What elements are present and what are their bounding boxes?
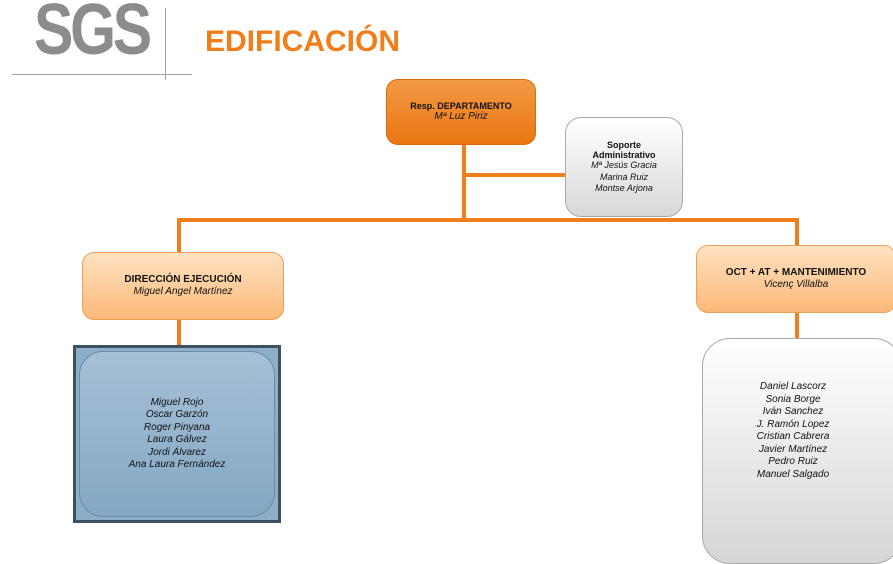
team-member: Sonia Borge	[765, 393, 821, 405]
direccion-ejecucion-name: Miguel Angel Martínez	[133, 285, 233, 297]
team-member: Roger Pinyana	[143, 421, 211, 433]
team-member: J. Ramón Lopez	[756, 418, 830, 430]
direccion-team-box[interactable]: Miguel Rojo Oscar Garzón Roger Pinyana L…	[73, 345, 281, 523]
connector-dir-team	[177, 320, 181, 346]
oct-mantenimiento-name: Vicenç Villalba	[763, 278, 829, 290]
team-member: Laura Gálvez	[147, 434, 207, 445]
team-member: Daniel Lascorz	[759, 381, 827, 392]
department-head-box: Resp. DEPARTAMENTO Mª Luz Piriz	[386, 79, 536, 145]
admin-support-box: Soporte Administrativo Mª Jesús Gracia M…	[565, 117, 683, 217]
department-head-name: Mª Luz Piriz	[434, 110, 488, 122]
department-head-title: Resp. DEPARTAMENTO	[410, 100, 512, 111]
connector-support	[462, 173, 566, 177]
logo-divider-horizontal	[12, 74, 192, 75]
direccion-team-list: Miguel Rojo Oscar Garzón Roger Pinyana L…	[79, 351, 275, 517]
sgs-logo: SGS	[34, 0, 152, 70]
page-title: EDIFICACIÓN	[205, 25, 400, 58]
connector-head-down	[462, 145, 466, 221]
team-member: Iván Sanchez	[762, 406, 824, 417]
direccion-ejecucion-title: DIRECCIÓN EJECUCIÓN	[124, 274, 242, 285]
team-member: Pedro Ruiz	[768, 456, 818, 467]
direccion-ejecucion-box: DIRECCIÓN EJECUCIÓN Miguel Angel Martíne…	[82, 252, 284, 320]
team-member: Javier Martínez	[758, 443, 828, 455]
connector-right-down	[795, 218, 799, 246]
team-member: Jordi Álvarez	[148, 446, 206, 458]
admin-support-member: Marina Ruiz	[599, 171, 648, 182]
admin-support-member: Montse Arjona	[595, 182, 653, 193]
oct-team-box: Daniel Lascorz Sonia Borge Iván Sanchez …	[702, 338, 893, 564]
admin-support-title-line: Administrativo	[592, 150, 656, 161]
connector-horizontal-bar	[177, 218, 799, 222]
team-member: Miguel Rojo	[150, 396, 204, 408]
team-member: Oscar Garzón	[145, 409, 209, 420]
oct-mantenimiento-box: OCT + AT + MANTENIMIENTO Vicenç Villalba	[696, 245, 893, 313]
admin-support-member: Mª Jesús Gracia	[591, 160, 657, 171]
connector-oct-team	[795, 313, 799, 339]
team-member: Ana Laura Fernández	[128, 459, 226, 470]
logo-divider-vertical	[165, 8, 166, 80]
team-member: Manuel Salgado	[756, 468, 830, 480]
connector-left-down	[177, 218, 181, 253]
oct-mantenimiento-title: OCT + AT + MANTENIMIENTO	[725, 267, 867, 278]
admin-support-title-line: Soporte	[606, 139, 641, 150]
team-member: Cristian Cabrera	[756, 431, 830, 442]
